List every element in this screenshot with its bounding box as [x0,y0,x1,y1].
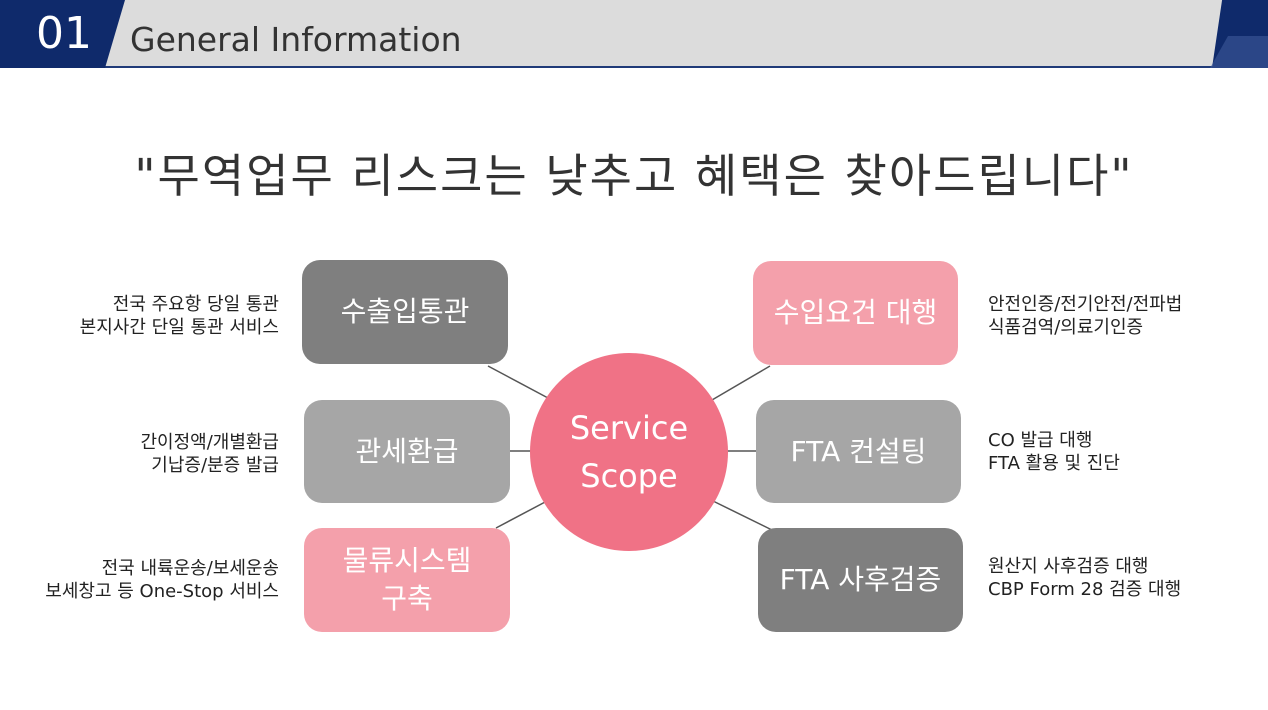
service-desc-line: 전국 주요항 당일 통관 [112,294,279,315]
service-scope-circle: Service Scope [530,353,728,551]
service-desc-tariff-refund: 간이정액/개별환급 기납증/분증 발급 [140,431,279,477]
service-box-label-line1: 물류시스템 [342,544,472,577]
service-box-tariff-refund: 관세환급 [304,400,510,503]
service-box-label: FTA 컨설팅 [790,434,927,468]
service-box-label: 수입요건 대행 [773,296,938,329]
section-number-badge: 01 [0,0,125,68]
service-box-logistics-system: 물류시스템 구축 [304,528,510,632]
service-box-label-line2: 구축 [381,582,433,615]
headline-quote: "무역업무 리스크는 낮추고 혜택은 찾아드립니다" [134,149,1134,203]
center-label-line1: Service [569,409,689,447]
connector-line [495,500,548,529]
header-bar [0,0,1268,68]
service-box-label: 수출입통관 [340,295,470,328]
service-desc-line: 식품검역/의료기인증 [988,317,1144,338]
service-box-fta-verification: FTA 사후검증 [758,528,963,632]
service-desc-fta-verification: 원산지 사후검증 대행 CBP Form 28 검증 대행 [988,555,1181,601]
service-desc-line: 안전인증/전기안전/전파법 [988,294,1183,315]
service-desc-line: CBP Form 28 검증 대행 [988,579,1182,600]
service-desc-line: 원산지 사후검증 대행 [988,556,1149,577]
connector-line [487,365,549,399]
service-desc-fta-consulting: CO 발급 대행 FTA 활용 및 진단 [988,429,1120,475]
service-box-label: 관세환급 [355,434,459,468]
service-desc-line: CO 발급 대행 [988,430,1093,451]
service-box-label: FTA 사후검증 [779,563,942,596]
service-desc-line: 본지사간 단일 통관 서비스 [79,317,279,338]
section-title: General Information [130,20,462,59]
service-desc-line: FTA 활용 및 진단 [988,453,1120,474]
service-desc-line: 보세창고 등 One-Stop 서비스 [45,581,279,602]
section-number: 01 [36,8,92,59]
service-box-customs-clearance: 수출입통관 [302,260,508,364]
service-desc-customs-clearance: 전국 주요항 당일 통관 본지사간 단일 통관 서비스 [80,293,279,339]
center-label-line2: Scope [580,457,678,495]
service-box-import-requirements: 수입요건 대행 [753,261,958,365]
header-underline [0,66,1268,68]
connector-line [712,500,773,531]
service-desc-import-requirements: 안전인증/전기안전/전파법 식품검역/의료기인증 [988,293,1182,339]
service-desc-logistics-system: 전국 내륙운송/보세운송 보세창고 등 One-Stop 서비스 [45,557,279,603]
service-desc-line: 기납증/분증 발급 [151,455,279,476]
service-desc-line: 전국 내륙운송/보세운송 [101,558,279,579]
service-box-fta-consulting: FTA 컨설팅 [756,400,961,503]
service-desc-line: 간이정액/개별환급 [140,432,279,453]
connector-line [711,365,771,401]
